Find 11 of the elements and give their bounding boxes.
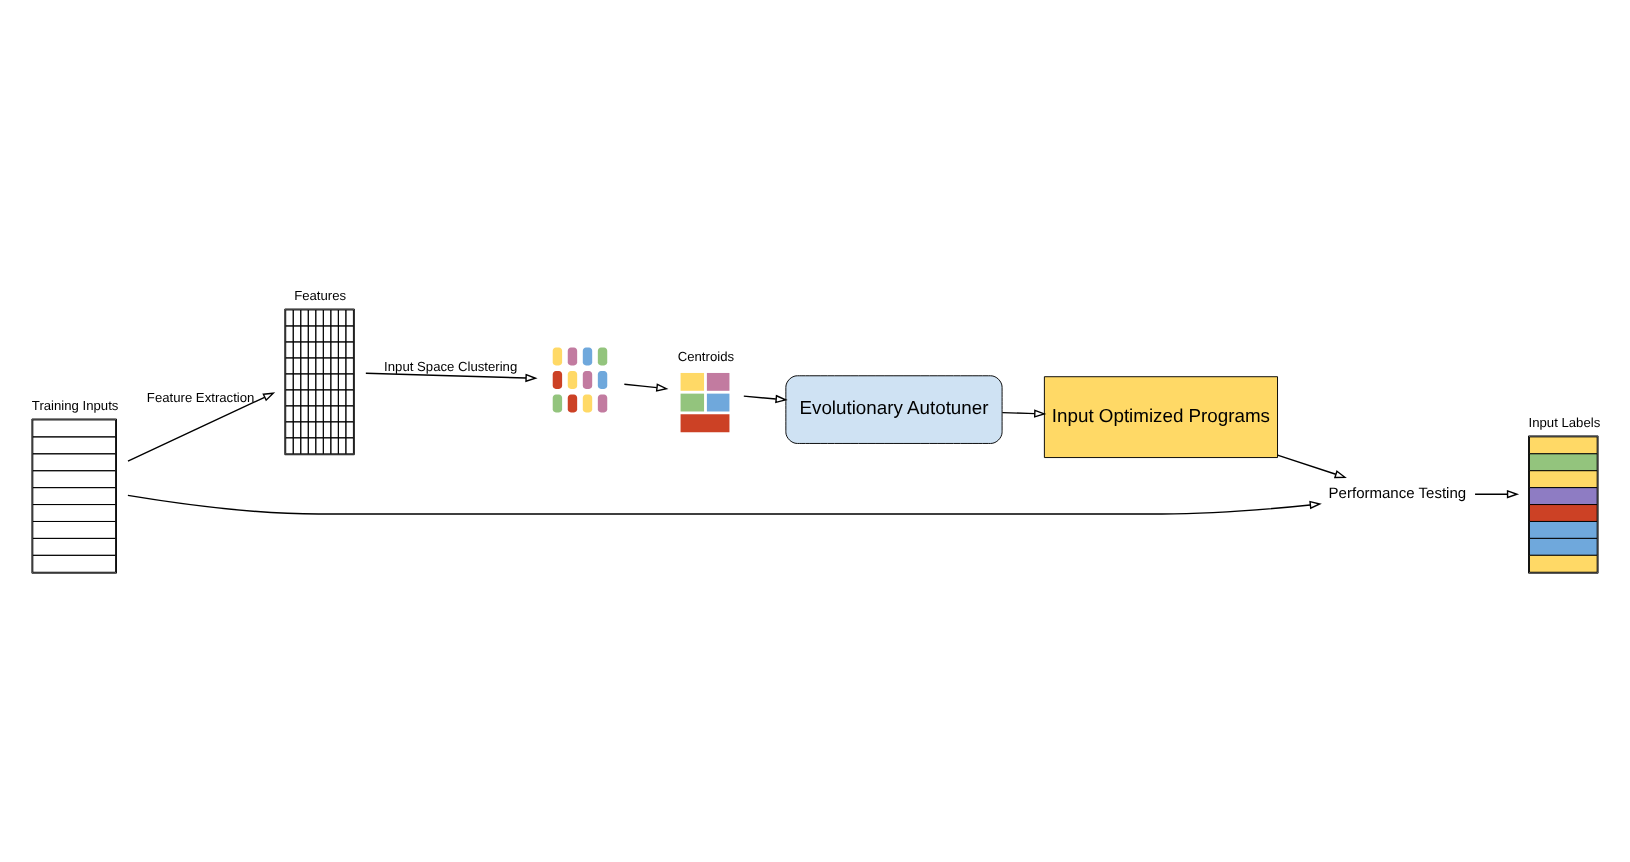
- arrow: [743, 394, 788, 404]
- arrow: [1001, 409, 1047, 418]
- node-box: Evolutionary Autotuner: [785, 375, 1003, 444]
- arrow: [127, 494, 1322, 515]
- arrow: [1474, 489, 1520, 499]
- node-text: Performance Testing: [1328, 483, 1467, 502]
- arrow: [365, 372, 538, 383]
- arrow: [127, 392, 276, 462]
- node-box: Input Optimized Programs: [1043, 376, 1278, 459]
- arrow: [623, 383, 669, 392]
- arrow: [1277, 454, 1347, 479]
